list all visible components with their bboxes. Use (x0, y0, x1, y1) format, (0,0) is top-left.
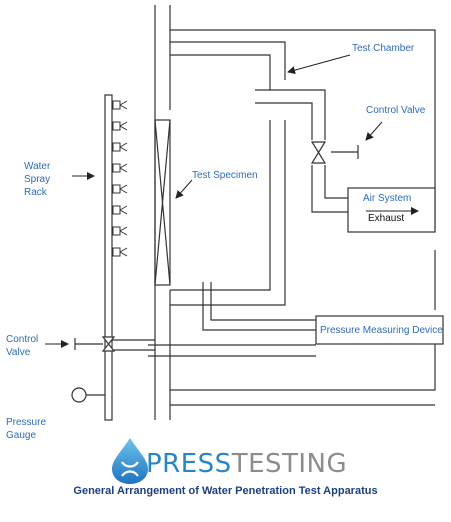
label-test-specimen: Test Specimen (192, 170, 258, 181)
water-spray-rack (104, 94, 155, 421)
control-valve-left-icon (101, 336, 116, 352)
spray-nozzle-icon (112, 163, 128, 173)
label-pressure-measuring-device: Pressure Measuring Device (320, 325, 443, 336)
spray-nozzle-icon (112, 100, 128, 110)
air-system-box (347, 187, 436, 233)
spray-nozzle-icon (112, 142, 128, 152)
label-air-system: Air System (363, 193, 412, 204)
spray-nozzle-icon (112, 226, 128, 236)
label-control-valve-left: Control Valve (6, 334, 39, 358)
pressure-gauge-icon (71, 387, 87, 403)
label-exhaust: Exhaust (368, 213, 405, 224)
label-test-chamber: Test Chamber (352, 43, 415, 54)
test-specimen-panel (154, 119, 171, 286)
spray-nozzles (112, 100, 128, 257)
label-pressure-gauge: Pressure Gauge (6, 417, 47, 441)
water-drop-icon (112, 438, 148, 484)
chamber-walls (154, 5, 436, 420)
figure-caption: General Arrangement of Water Penetration… (73, 485, 378, 497)
logo-wordmark: PRESSTESTING (146, 449, 347, 479)
spray-nozzle-icon (112, 247, 128, 257)
spray-nozzle-icon (112, 184, 128, 194)
label-control-valve-top: Control Valve (366, 105, 426, 116)
logo-part-press: PRESS (146, 449, 232, 479)
control-valve-top-icon (310, 141, 327, 164)
spray-nozzle-icon (112, 121, 128, 131)
spray-nozzle-icon (112, 205, 128, 215)
label-water-spray-rack: Water Spray Rack (24, 161, 51, 198)
logo-part-testing: TESTING (231, 449, 348, 479)
